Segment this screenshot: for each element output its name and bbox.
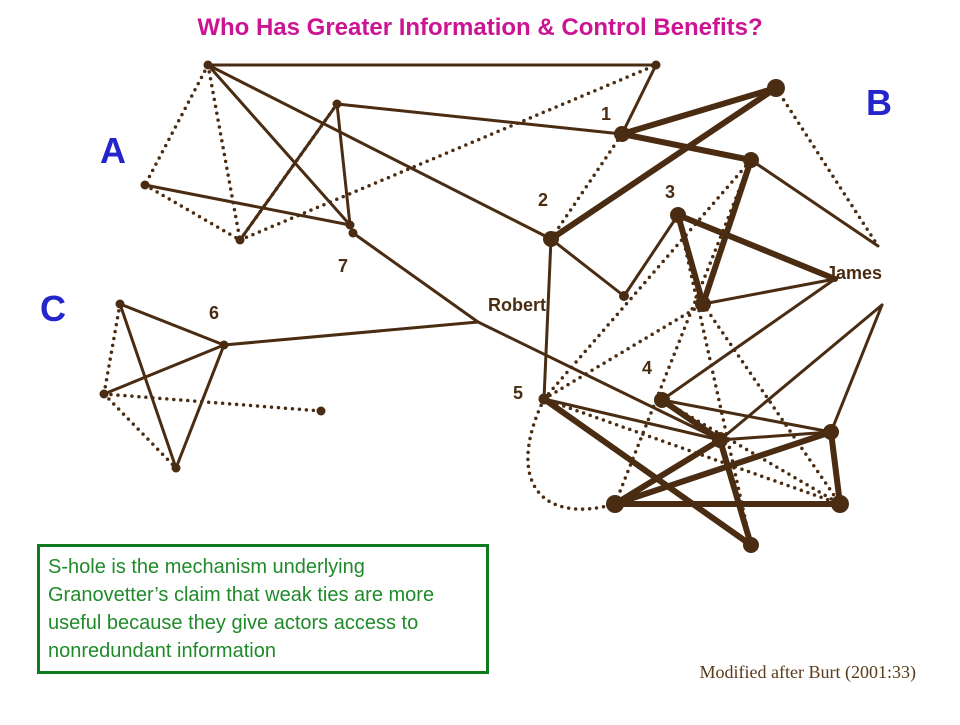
node-a5 (235, 235, 245, 245)
node-n2 (543, 231, 559, 247)
edge-a4-a6 (143, 183, 352, 227)
node-bmid (743, 152, 759, 168)
node-label-james: James (826, 263, 883, 283)
edge-n4-bR (660, 398, 842, 506)
edge-c1-c4 (118, 302, 178, 470)
node-c4 (171, 463, 181, 473)
edge-n3-jL (675, 212, 838, 282)
node-n3b (695, 296, 711, 312)
edge-b4r-jBot (718, 303, 884, 442)
node-label-6: 6 (209, 303, 220, 323)
edge-jBot-b5r (829, 303, 884, 434)
edge-a3-n1 (335, 102, 624, 136)
edge-n4-b5r (660, 398, 833, 434)
edge-a2-n1 (620, 63, 658, 136)
edge-b5r-bR (828, 429, 843, 507)
node-label-1: 1 (601, 104, 612, 124)
edge-bL-bmid (613, 158, 753, 506)
edge-c2-c4 (174, 343, 226, 470)
edge-bmid-jR (749, 158, 880, 248)
edge-bL-b5r (612, 429, 834, 507)
edge-n3-rdot (622, 213, 680, 298)
edge-n2-n5 (542, 237, 553, 401)
node-label-5: 5 (513, 383, 524, 403)
edge-n5-bBot (541, 396, 754, 548)
edge-a4-a5 (143, 183, 242, 242)
source-credit: Modified after Burt (2001:33) (699, 662, 916, 682)
edge-c2-c3 (102, 343, 226, 396)
edge-b4r-bBot (717, 437, 754, 548)
edge-c3-c5 (102, 392, 323, 413)
diagram-title: Who Has Greater Information & Control Be… (197, 14, 763, 41)
edge-rEnd-b4r (476, 320, 722, 442)
edge-n1-top (619, 85, 779, 137)
edge-c1-c2 (118, 302, 226, 347)
group-label-a: A (100, 130, 126, 171)
edge-n2-n1 (549, 132, 624, 241)
node-label-4: 4 (642, 358, 653, 378)
node-n4 (654, 392, 670, 408)
node-bR (831, 495, 849, 513)
node-c5 (316, 406, 326, 416)
node-bBot (743, 537, 759, 553)
edge-c1-c3 (102, 302, 122, 396)
edge-b4r-b5r (718, 430, 833, 442)
edge-a3-a6 (335, 102, 352, 227)
node-n5 (538, 393, 550, 405)
edge-a1-a5 (206, 63, 242, 242)
node-top (767, 79, 785, 97)
edge-a5-a3 (238, 102, 339, 242)
edge-a1-a4 (143, 63, 210, 187)
edge-n3b-jL (701, 277, 837, 306)
node-n3 (670, 207, 686, 223)
edge-n4-jL (660, 277, 837, 402)
edge-n3-bBot (676, 213, 753, 547)
edge-n2-rdot (549, 237, 626, 298)
node-label-2: 2 (538, 190, 549, 210)
group-label-b: B (866, 82, 892, 123)
edge-c2-rEnd (222, 320, 480, 347)
node-b5r (823, 424, 839, 440)
edge-n1-bmid (619, 131, 754, 163)
edge-bL-b4r (612, 437, 723, 507)
edge-c3-c4 (102, 392, 178, 470)
edge-n5-n3b (542, 302, 705, 401)
edge-n2-top (548, 85, 779, 242)
node-a3 (332, 99, 342, 109)
edge-a7-rEnd (351, 231, 480, 324)
edge-a1-a6 (206, 63, 352, 227)
node-bL (606, 495, 624, 513)
edge-a5-a2 (238, 63, 658, 242)
node-label-7: 7 (338, 256, 349, 276)
edge-a1-n2 (206, 63, 553, 241)
node-label-robert: Robert (488, 295, 546, 315)
node-n1 (614, 126, 630, 142)
node-label-3: 3 (665, 182, 676, 202)
node-c2 (219, 340, 229, 350)
node-b4r (712, 432, 728, 448)
group-label-c: C (40, 288, 66, 329)
node-rdot (619, 291, 629, 301)
node-a1 (203, 60, 213, 70)
node-a6 (345, 220, 355, 230)
explanation-note: S-hole is the mechanism underlying Grano… (37, 544, 489, 674)
edge-n3b-bR (701, 302, 842, 506)
edge-dotted-curve-5-bottom (526, 397, 617, 511)
edge-top-jR (774, 86, 880, 248)
node-a7 (348, 228, 358, 238)
node-c3 (99, 389, 109, 399)
node-a2 (651, 60, 661, 70)
node-a4 (140, 180, 150, 190)
edge-n5-b4r (542, 397, 722, 442)
edge-n4-b4r (659, 397, 723, 443)
edge-n5-bR (542, 397, 842, 506)
node-c1 (115, 299, 125, 309)
